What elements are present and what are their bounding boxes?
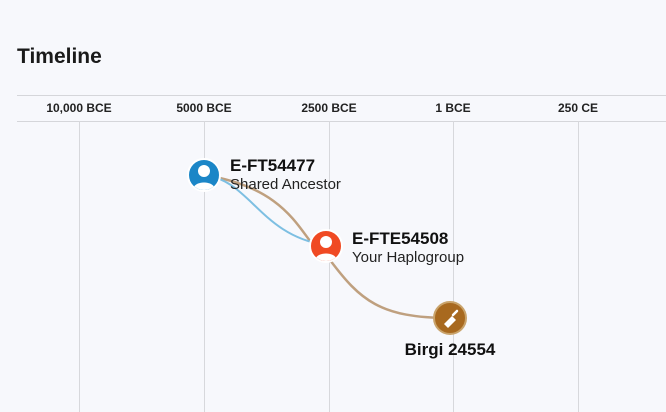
tick-label-250-ce: 250 CE bbox=[557, 101, 599, 115]
tick-label-10000-bce: 10,000 BCE bbox=[46, 101, 112, 115]
tick-label-2500-bce: 2500 BCE bbox=[301, 101, 357, 115]
trowel-icon bbox=[444, 309, 459, 328]
gridline bbox=[204, 121, 205, 412]
page-title: Timeline bbox=[17, 45, 102, 68]
ancestor-subtitle: Shared Ancestor bbox=[230, 176, 341, 193]
ancestor-label[interactable]: E-FT54477 Shared Ancestor bbox=[230, 156, 341, 194]
timeline-axis bbox=[17, 95, 666, 122]
haplogroup-subtitle: Your Haplogroup bbox=[352, 249, 465, 266]
haplogroup-node[interactable] bbox=[309, 229, 343, 263]
tick-label-5000-bce: 5000 BCE bbox=[176, 101, 232, 115]
gridline bbox=[578, 121, 579, 412]
gridline bbox=[329, 121, 330, 412]
ancestor-node[interactable] bbox=[187, 158, 221, 192]
haplogroup-id: E-FTE54508 bbox=[352, 229, 449, 248]
gridline bbox=[453, 121, 454, 412]
person-icon bbox=[193, 165, 215, 190]
haplogroup-label[interactable]: E-FTE54508 Your Haplogroup bbox=[352, 229, 464, 267]
ancient-sample-label[interactable]: Birgi 24554 bbox=[405, 340, 496, 360]
person-icon bbox=[315, 236, 337, 261]
tick-label-1-bce: 1 BCE bbox=[435, 101, 471, 115]
ancient-sample-node[interactable] bbox=[433, 301, 467, 335]
gridline bbox=[79, 121, 80, 412]
ancient-sample-id: Birgi 24554 bbox=[404, 340, 496, 359]
ancestor-id: E-FT54477 bbox=[230, 156, 316, 175]
